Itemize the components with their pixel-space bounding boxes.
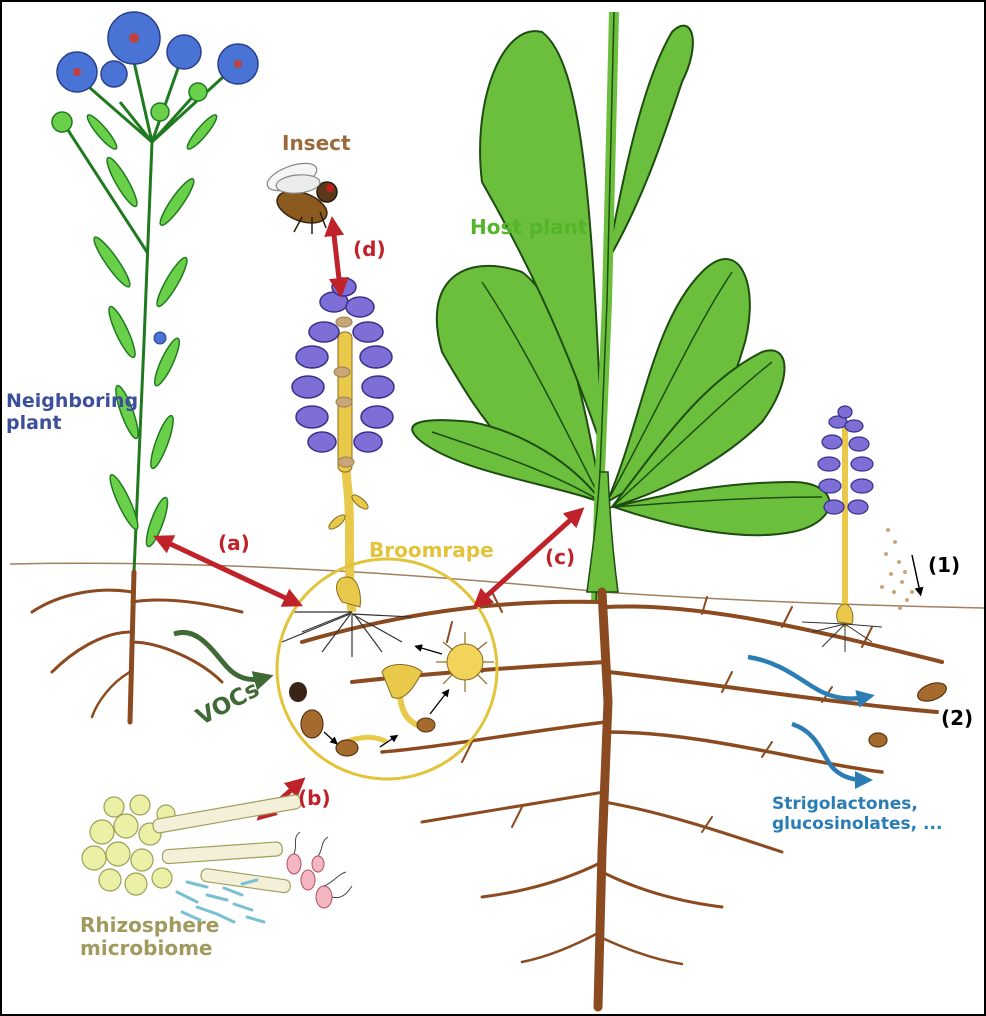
arrow-c — [472, 507, 585, 609]
root-seeds — [868, 682, 947, 748]
label-step-1: (1) — [928, 553, 961, 577]
vocs-arrow — [173, 629, 274, 691]
neighboring-plant — [30, 11, 259, 725]
label-rhizosphere-microbiome: Rhizosphere microbiome — [80, 913, 220, 960]
label-exudates: Strigolactones, glucosinolates, ... — [772, 794, 943, 834]
broomrape-small — [801, 405, 883, 652]
broomrape-lifecycle-circle — [275, 557, 499, 781]
seed-rain — [880, 528, 914, 610]
label-interaction-a: (a) — [218, 531, 250, 555]
flax-flowers — [51, 11, 259, 345]
label-neighboring-plant: Neighboring plant — [6, 390, 139, 434]
broomrape-lifecycle — [289, 632, 494, 757]
label-step-2: (2) — [941, 706, 974, 730]
exudate-arrows — [747, 654, 875, 789]
label-broomrape: Broomrape — [369, 538, 494, 562]
neighboring-plant-roots — [30, 569, 244, 725]
host-plant — [411, 11, 831, 603]
label-insect: Insect — [282, 131, 351, 155]
insect-fly — [266, 162, 338, 234]
label-interaction-d: (d) — [353, 237, 386, 261]
seed-fall-arrow — [911, 554, 924, 597]
label-interaction-b: (b) — [298, 786, 331, 810]
label-interaction-c: (c) — [545, 545, 576, 569]
arrow-a — [152, 535, 304, 607]
microbiome — [81, 794, 353, 924]
label-host-plant: Host plant — [470, 215, 588, 239]
host-plant-roots — [300, 587, 944, 1012]
arrow-d — [324, 216, 349, 298]
